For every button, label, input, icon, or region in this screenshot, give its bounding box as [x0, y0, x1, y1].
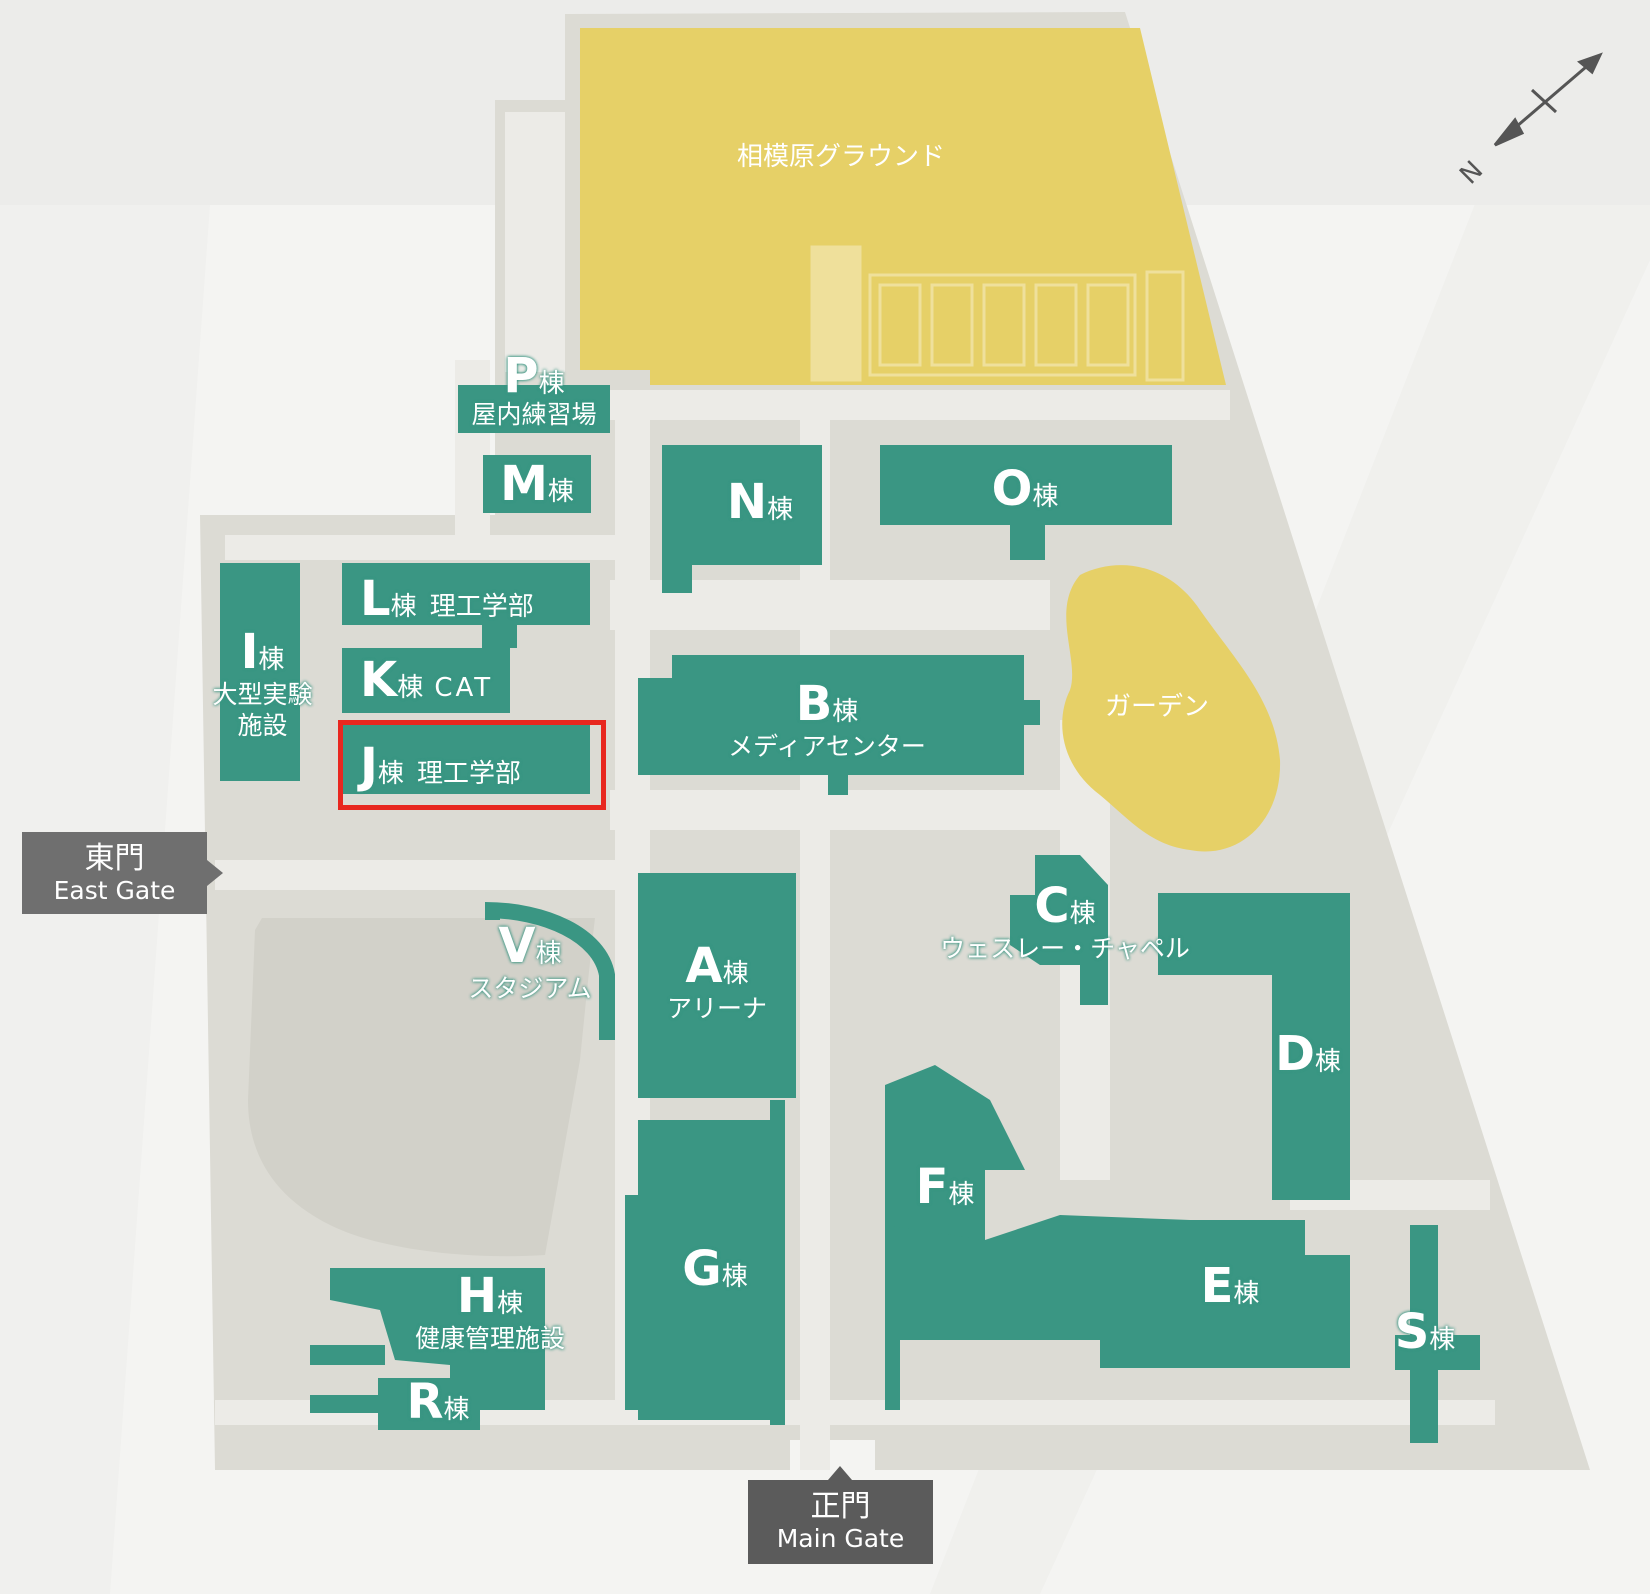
highlight-J-building [338, 720, 606, 810]
label-H: H棟 健康管理施設 [414, 1268, 565, 1353]
building-A [638, 873, 796, 1098]
building-M [483, 455, 591, 513]
ground-label: 相模原グラウンド [737, 142, 946, 172]
building-R [378, 1378, 480, 1430]
label-O: O棟 [991, 461, 1059, 517]
east-gate-arrow [207, 860, 223, 886]
label-B: B棟 メディアセンター [728, 676, 926, 761]
building-B [672, 655, 1024, 775]
label-I: I棟 大型実験 施設 [212, 624, 313, 740]
garden-label: ガーデン [1105, 692, 1210, 722]
label-J: J棟 理工学部 [360, 738, 521, 794]
garden [1062, 565, 1281, 852]
building-C [1010, 855, 1108, 1005]
building-H [330, 1268, 545, 1410]
east-gate[interactable]: 東門 East Gate [22, 832, 207, 914]
building-F [885, 1065, 1025, 1255]
stadium-field [248, 918, 595, 1257]
main-gate-arrow [828, 1466, 852, 1480]
building-K [342, 648, 510, 713]
buildings [220, 385, 1480, 1443]
east-gate-en: East Gate [53, 875, 176, 905]
north-arrow [1493, 52, 1603, 147]
building-S [1410, 1225, 1438, 1443]
east-gate-jp: 東門 [84, 841, 145, 876]
label-F: F棟 [915, 1159, 975, 1215]
label-P: P棟 屋内練習場 [471, 348, 597, 429]
building-V [485, 905, 500, 920]
stadium-arc [484, 902, 615, 1040]
main-gate[interactable]: 正門 Main Gate [748, 1480, 933, 1564]
label-E: E棟 [1200, 1258, 1260, 1314]
building-D [1158, 893, 1350, 1200]
sports-ground [580, 28, 1226, 385]
building-L [342, 563, 590, 625]
label-L: L棟 理工学部 [360, 571, 534, 627]
main-gate-jp: 正門 [810, 1489, 871, 1524]
label-K: K棟 CAT [360, 652, 494, 708]
label-A: A棟 アリーナ [666, 938, 767, 1023]
building-I [220, 563, 300, 781]
label-G: G棟 [682, 1241, 748, 1297]
building-J [342, 722, 590, 794]
label-C: C棟 ウェスレー・チャペル [940, 878, 1190, 963]
label-D: D棟 [1275, 1026, 1341, 1082]
label-V: V棟 スタジアム [468, 918, 592, 1003]
building-E [885, 1215, 1350, 1410]
label-R: R棟 [406, 1374, 470, 1430]
ground-court-lines [810, 245, 1185, 382]
label-M: M棟 [500, 456, 574, 512]
building-G [638, 1120, 783, 1420]
building-P [458, 385, 610, 433]
label-S: S棟 [1394, 1304, 1456, 1360]
main-gate-en: Main Gate [776, 1523, 905, 1553]
label-N: N棟 [726, 474, 794, 530]
